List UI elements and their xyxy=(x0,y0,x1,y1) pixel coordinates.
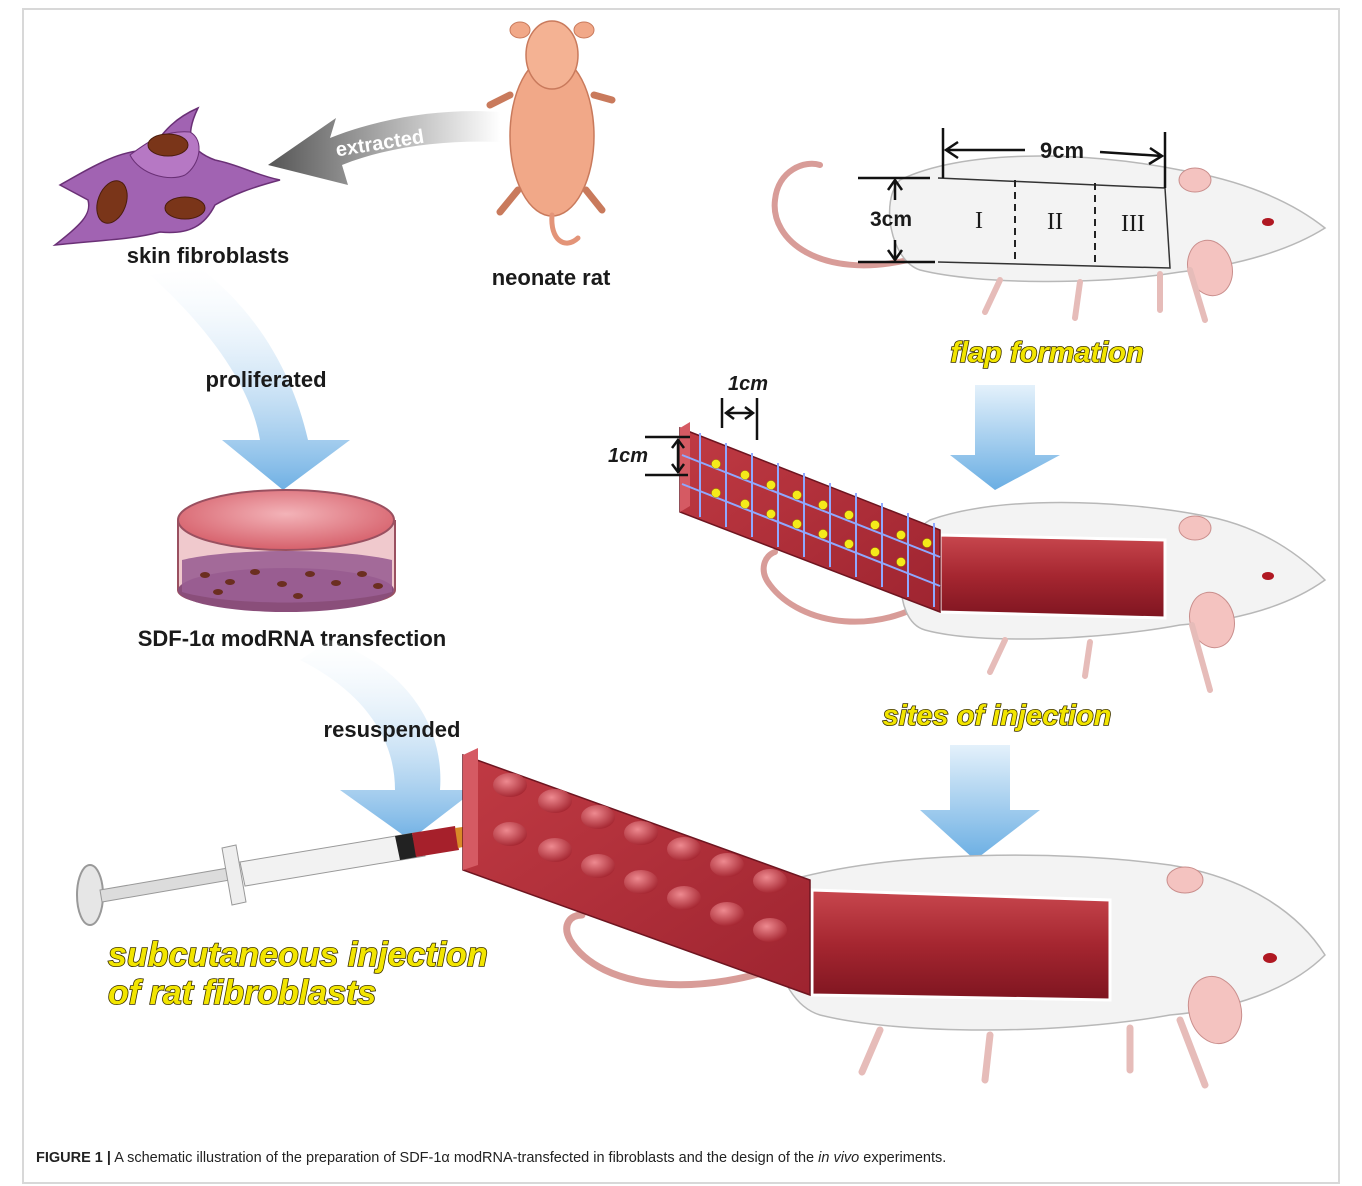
caption-text-a: A schematic illustration of the preparat… xyxy=(111,1150,818,1166)
sites-of-injection-label: sites of injection xyxy=(883,700,1112,732)
fibroblast-cells-illustration xyxy=(55,108,280,245)
neonate-rat-label: neonate rat xyxy=(492,265,611,290)
zone-label-2: II xyxy=(1047,209,1063,235)
rat-flap-formation xyxy=(775,156,1325,320)
zone-label-1: I xyxy=(975,208,983,234)
syringe-illustration[interactable] xyxy=(77,826,505,925)
flap-formation-label: flap formation xyxy=(950,337,1143,369)
grid-vertical-label: 1cm xyxy=(608,445,648,467)
proliferated-label: proliferated xyxy=(205,367,326,392)
caption-italic: in vivo xyxy=(818,1150,859,1166)
subcutaneous-label-line2: of rat fibroblasts xyxy=(108,974,376,1012)
length-label: 9cm xyxy=(1040,138,1084,163)
caption-text-b: experiments. xyxy=(859,1150,946,1166)
culture-dish-illustration xyxy=(178,490,395,612)
resuspended-label: resuspended xyxy=(324,717,461,742)
arrow-to-injection-sites xyxy=(950,385,1060,490)
grid-horizontal-label: 1cm xyxy=(728,373,768,395)
width-label: 3cm xyxy=(870,208,912,231)
transfection-label: SDF-1α modRNA transfection xyxy=(138,626,447,651)
rat-subcutaneous-injection xyxy=(463,748,1325,1085)
figure-caption: FIGURE 1 | A schematic illustration of t… xyxy=(36,1150,1326,1166)
extracted-arrow: extracted xyxy=(268,111,500,185)
skin-fibroblasts-label: skin fibroblasts xyxy=(127,243,290,268)
arrow-to-injected-flap xyxy=(920,745,1040,860)
caption-prefix: FIGURE 1 | xyxy=(36,1150,111,1166)
zone-label-3: III xyxy=(1121,211,1145,237)
neonate-rat-illustration xyxy=(490,21,612,243)
subcutaneous-label-line1: subcutaneous injection xyxy=(108,936,488,974)
